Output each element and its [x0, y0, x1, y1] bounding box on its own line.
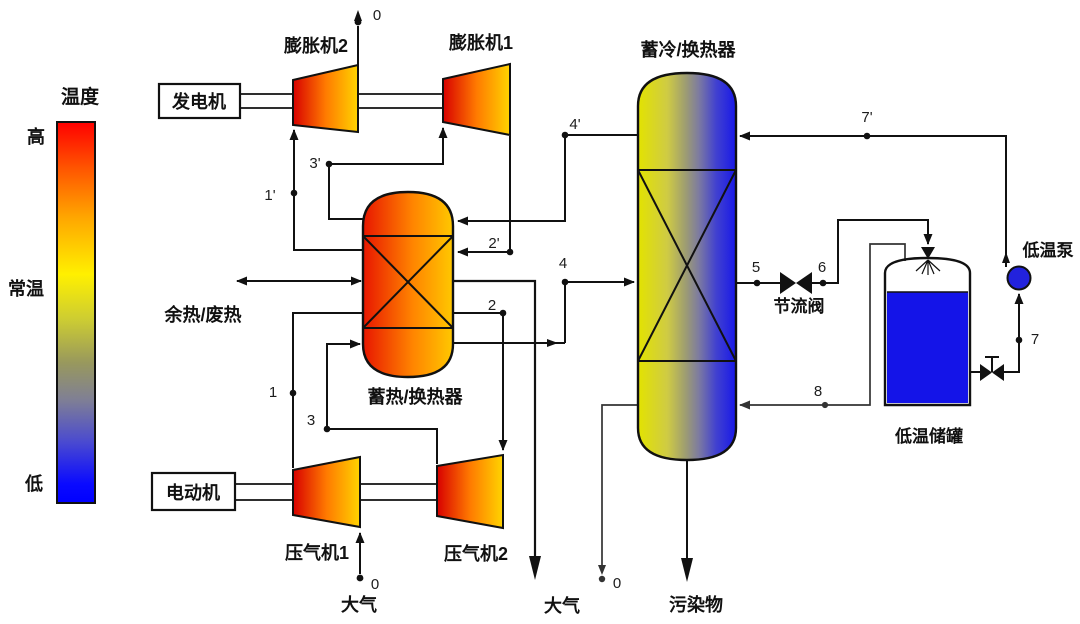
expander2-label: 膨胀机2 — [283, 35, 348, 56]
cryo-pump-icon — [1006, 265, 1032, 291]
stream-label-7: 7 — [1031, 331, 1039, 348]
stream-label-3: 3 — [307, 412, 315, 429]
cryo-pump-label: 低温泵 — [1022, 240, 1074, 260]
compressor1-shape — [292, 455, 361, 529]
waste-heat-label: 余热/废热 — [163, 304, 241, 325]
expander2-shape — [292, 63, 359, 134]
line-stream2 — [453, 312, 508, 451]
stream-label-0-top: 0 — [373, 7, 381, 24]
stream-label-4: 4 — [559, 255, 567, 272]
stream-label-7-prime: 7' — [861, 109, 872, 126]
vent0-ball — [598, 575, 606, 583]
line-stream2-prime — [457, 136, 511, 257]
stream-label-4-prime: 4' — [569, 116, 580, 133]
line-stream7-prime — [739, 131, 1007, 267]
intake-ball — [356, 574, 364, 582]
cold-column-packing — [637, 169, 737, 362]
motor-label: 电动机 — [166, 482, 220, 503]
expander1-shape — [442, 62, 511, 137]
compressor2-shape — [436, 453, 504, 530]
stream-label-2: 2 — [488, 297, 496, 314]
expander1-label: 膨胀机1 — [448, 32, 513, 53]
line-stream6 — [812, 219, 933, 284]
hot-vessel-packing — [362, 235, 454, 329]
flow-lines — [236, 10, 1024, 582]
stream4-mid-arrow — [547, 339, 558, 347]
line-vent0 — [601, 404, 638, 568]
stream-label-0-vent: 0 — [613, 575, 621, 592]
turbine-shaft — [240, 93, 443, 109]
line-stream4-prime — [457, 134, 638, 226]
cryo-tank-label: 低温储罐 — [894, 426, 963, 446]
hot-vessel-shape — [361, 190, 455, 379]
generator-box — [157, 82, 242, 120]
pollutants-arrow — [681, 558, 693, 582]
line-stream1-prime — [289, 129, 363, 251]
vent0-arrow — [598, 565, 606, 575]
stream-point-dots — [289, 131, 1023, 433]
air-exhaust-label: 大气 — [544, 595, 580, 616]
shafts — [235, 93, 443, 501]
top-vent-ball — [354, 18, 362, 26]
motor-box — [150, 471, 237, 512]
legend-ambient-label: 常温 — [8, 278, 44, 299]
legend-title: 温度 — [61, 85, 100, 108]
legend-high-label: 高 — [27, 126, 45, 147]
cold-storage-column — [636, 71, 738, 462]
pollutants-label: 污染物 — [669, 594, 723, 615]
stream-label-2-prime: 2' — [488, 235, 499, 252]
air-intake-label: 大气 — [341, 594, 377, 615]
throttle-valve-label: 节流阀 — [774, 296, 825, 316]
temperature-legend: 温度 高 常温 低 — [8, 85, 100, 504]
tank-liquid — [887, 292, 968, 403]
stream-label-0-intake: 0 — [371, 576, 379, 593]
line-stream1 — [292, 312, 363, 468]
compressor-shaft — [235, 483, 437, 501]
stream-label-3-prime: 3' — [309, 155, 320, 172]
compressor2-label: 压气机2 — [444, 543, 508, 564]
stream-label-1: 1 — [269, 384, 277, 401]
stream-label-6: 6 — [818, 259, 826, 276]
legend-low-label: 低 — [24, 473, 43, 494]
stream-label-1-prime: 1' — [264, 187, 275, 204]
line-stream7 — [1004, 293, 1024, 373]
stream-label-8: 8 — [814, 383, 822, 400]
generator-label: 发电机 — [171, 91, 226, 112]
machines — [150, 62, 511, 530]
hot-storage-label: 蓄热/换热器 — [367, 386, 463, 407]
pump-outlet-arrow — [1002, 252, 1010, 263]
spray-nozzle-icon — [915, 247, 941, 275]
temperature-colorbar — [56, 121, 96, 504]
throttle-valve-icon — [780, 272, 812, 294]
tank-outlet-valve-icon — [980, 356, 1004, 381]
stream-label-5: 5 — [752, 259, 760, 276]
cryo-tank — [883, 247, 972, 407]
atmosphere-exhaust-arrow — [529, 556, 541, 580]
tank-outline — [883, 256, 972, 407]
line-atmosphere-exhaust — [453, 279, 537, 558]
hot-storage-vessel — [361, 190, 455, 379]
cold-storage-label: 蓄冷/换热器 — [640, 39, 736, 60]
top-vent-arrow — [354, 10, 362, 21]
compressor1-label: 压气机1 — [285, 542, 349, 563]
